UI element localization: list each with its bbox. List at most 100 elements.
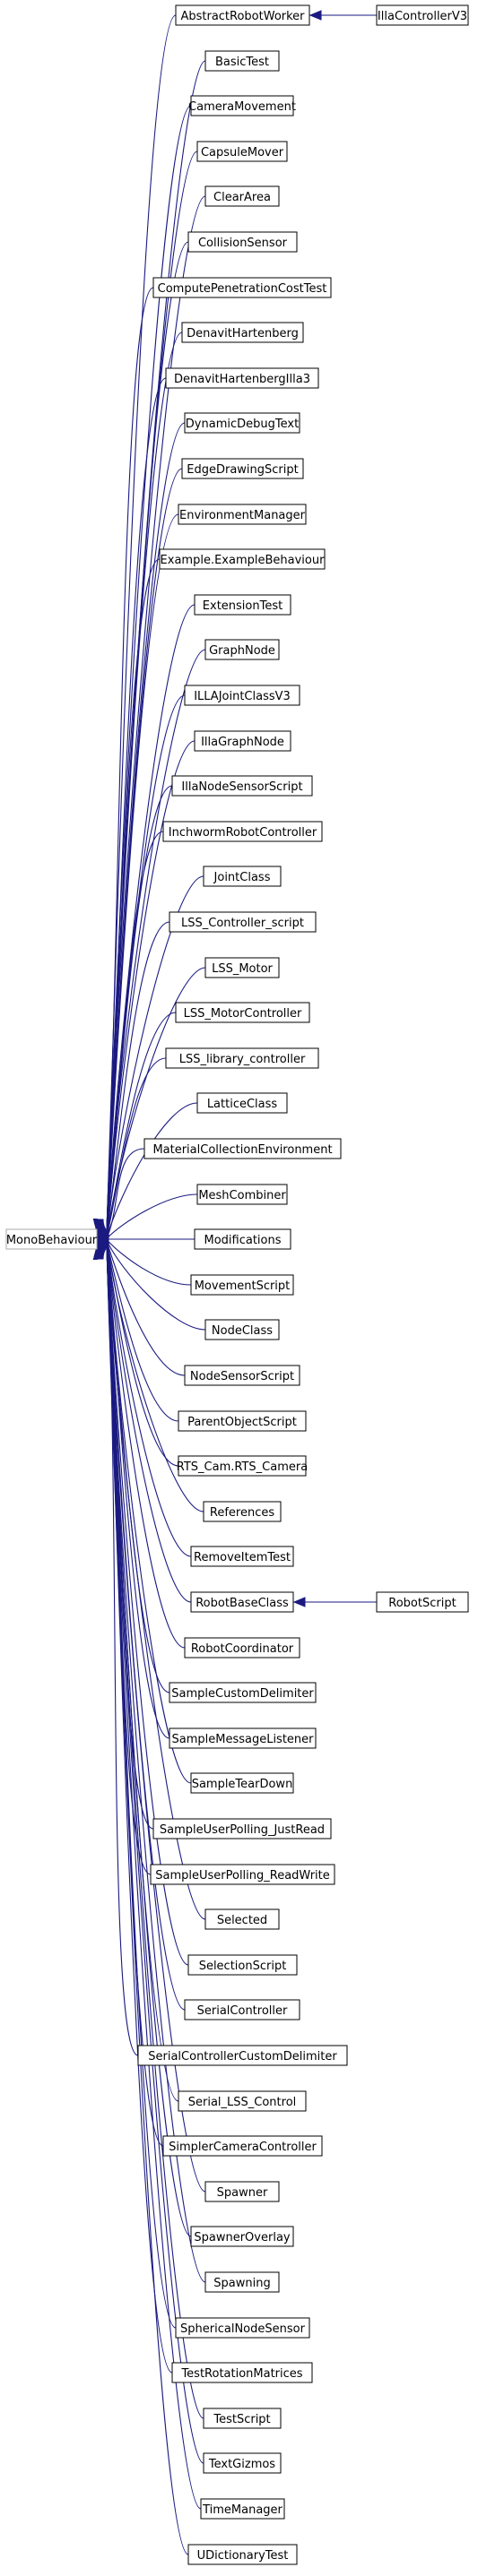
class-node-robotcoordinator[interactable]: RobotCoordinator — [184, 1637, 300, 1658]
class-node-rts-cam-rts-camera[interactable]: RTS_Cam.RTS_Camera — [177, 1455, 308, 1477]
edge-inchwormrobotcontroller — [106, 831, 164, 1235]
class-node-illajointclassv3-label: ILLAJointClassV3 — [194, 690, 291, 703]
class-node-samplemessagelistener[interactable]: SampleMessageListener — [169, 1727, 317, 1749]
class-node-selectionscript[interactable]: SelectionScript — [187, 1954, 298, 1976]
class-node-lss-library-controller-label: LSS_library_controller — [179, 1053, 306, 1066]
class-node-denavithartenberg[interactable]: DenavitHartenberg — [181, 322, 304, 343]
class-node-dynamicdebugtext-label: DynamicDebugText — [186, 418, 299, 431]
class-node-testscript[interactable]: TestScript — [203, 2408, 282, 2429]
class-node-serialcontrollercustomdelimiter-box — [137, 2045, 348, 2066]
edge-robotbaseclass — [106, 1243, 192, 1603]
class-node-removeitemtest[interactable]: RemoveItemTest — [190, 1546, 294, 1567]
class-node-sampleuserpolling-readwrite-box — [150, 1864, 335, 1885]
edge-jointclass — [106, 875, 204, 1236]
arrowhead-robotscript — [292, 1597, 306, 1607]
class-node-simplercameracontroller[interactable]: SimplerCameraController — [162, 2135, 323, 2157]
class-node-nodeclass-label: NodeClass — [212, 1324, 273, 1338]
class-node-illanodesensorscript[interactable]: IllaNodeSensorScript — [171, 775, 313, 797]
class-node-spawning-box — [204, 2271, 280, 2293]
class-node-modifications[interactable]: Modifications — [194, 1228, 291, 1250]
class-node-movementscript[interactable]: MovementScript — [190, 1274, 294, 1296]
class-node-udictionarytest[interactable]: UDictionaryTest — [187, 2544, 298, 2565]
class-node-environmentmanager-label: EnvironmentManager — [179, 509, 306, 522]
class-node-meshcombiner[interactable]: MeshCombiner — [196, 1184, 288, 1205]
class-node-basictest[interactable]: BasicTest — [204, 50, 280, 72]
class-node-environmentmanager[interactable]: EnvironmentManager — [178, 504, 307, 525]
class-node-latticeclass[interactable]: LatticeClass — [196, 1092, 288, 1114]
class-node-illajointclassv3[interactable]: ILLAJointClassV3 — [184, 685, 300, 706]
class-node-extensiontest[interactable]: ExtensionTest — [194, 594, 291, 616]
class-node-edgedrawingscript-box — [181, 458, 304, 479]
class-node-capsulemover[interactable]: CapsuleMover — [196, 141, 288, 162]
class-node-lss-motorcontroller[interactable]: LSS_MotorController — [175, 1002, 310, 1023]
class-node-collisionsensor[interactable]: CollisionSensor — [187, 231, 298, 253]
class-node-materialcollectionenvironment[interactable]: MaterialCollectionEnvironment — [143, 1138, 342, 1159]
class-node-spawneroverlay[interactable]: SpawnerOverlay — [190, 2226, 294, 2247]
class-node-extensiontest-box — [194, 594, 291, 616]
class-node-sampleuserpolling-justread[interactable]: SampleUserPolling_JustRead — [152, 1818, 332, 1839]
class-node-textgizmos[interactable]: TextGizmos — [203, 2452, 282, 2474]
class-node-denavithartenbergilla3[interactable]: DenavitHartenbergIlla3 — [165, 367, 319, 389]
class-node-serialcontroller-box — [184, 1999, 300, 2020]
class-node-computepenetrationcosttest[interactable]: ComputePenetrationCostTest — [152, 277, 332, 298]
class-node-jointclass[interactable]: JointClass — [203, 866, 282, 887]
class-node-sampleteardown[interactable]: SampleTearDown — [190, 1772, 294, 1794]
class-node-sphericalnodesensor[interactable]: SphericalNodeSensor — [175, 2317, 310, 2339]
class-node-selectionscript-label: SelectionScript — [199, 1960, 287, 1973]
class-node-cleararea-label: ClearArea — [213, 191, 271, 204]
class-node-testrotationmatrices[interactable]: TestRotationMatrices — [171, 2362, 313, 2383]
class-node-parentobjectscript[interactable]: ParentObjectScript — [178, 1410, 307, 1432]
class-node-references-label: References — [210, 1506, 274, 1520]
class-node-collisionsensor-label: CollisionSensor — [198, 237, 288, 250]
class-node-timemanager-box — [200, 2498, 285, 2520]
class-node-illanodesensorscript-label: IllaNodeSensorScript — [181, 780, 302, 794]
edge-selectionscript — [106, 1247, 189, 1966]
class-node-lss-motor[interactable]: LSS_Motor — [204, 957, 280, 978]
class-node-example-examplebehaviour[interactable]: Example.ExampleBehaviour — [159, 548, 326, 570]
class-node-sphericalnodesensor-label: SphericalNodeSensor — [180, 2322, 306, 2336]
class-node-sphericalnodesensor-box — [175, 2317, 310, 2339]
class-node-robotscript[interactable]: RobotScript — [376, 1591, 469, 1613]
class-node-udictionarytest-label: UDictionaryTest — [197, 2549, 289, 2563]
class-node-lss-controller-script[interactable]: LSS_Controller_script — [169, 911, 317, 933]
class-node-spawning-label: Spawning — [213, 2277, 270, 2290]
class-node-jointclass-label: JointClass — [213, 871, 271, 884]
class-node-abstractrobotworker[interactable]: AbstractRobotWorker — [175, 4, 310, 26]
edge-textgizmos — [106, 1247, 204, 2464]
class-node-graphnode[interactable]: GraphNode — [204, 639, 280, 660]
class-node-sampleuserpolling-readwrite[interactable]: SampleUserPolling_ReadWrite — [150, 1864, 335, 1885]
class-node-serialcontroller[interactable]: SerialController — [184, 1999, 300, 2020]
class-node-references[interactable]: References — [203, 1501, 282, 1522]
class-node-illacontrollerv3[interactable]: IllaControllerV3 — [376, 4, 469, 26]
class-node-selected[interactable]: Selected — [204, 1908, 280, 1930]
class-node-inchwormrobotcontroller[interactable]: InchwormRobotController — [162, 821, 323, 842]
class-node-modifications-box — [194, 1228, 291, 1250]
class-node-timemanager[interactable]: TimeManager — [200, 2498, 285, 2520]
class-node-serial-lss-control[interactable]: Serial_LSS_Control — [178, 2090, 307, 2112]
class-node-cleararea[interactable]: ClearArea — [204, 185, 280, 207]
class-node-lss-controller-script-label: LSS_Controller_script — [181, 917, 304, 930]
edge-spawning — [106, 1247, 206, 2283]
class-node-nodeclass[interactable]: NodeClass — [204, 1319, 280, 1340]
class-node-samplecustomdelimiter[interactable]: SampleCustomDelimiter — [169, 1682, 317, 1703]
class-node-nodesensorscript[interactable]: NodeSensorScript — [184, 1365, 300, 1386]
edge-movementscript — [106, 1239, 192, 1286]
class-node-extensiontest-label: ExtensionTest — [203, 599, 282, 613]
class-node-graphnode-box — [204, 639, 280, 660]
class-node-serialcontrollercustomdelimiter[interactable]: SerialControllerCustomDelimiter — [137, 2045, 348, 2066]
class-node-textgizmos-box — [203, 2452, 282, 2474]
class-node-lss-library-controller[interactable]: LSS_library_controller — [165, 1047, 319, 1069]
class-node-denavithartenberg-label: DenavitHartenberg — [187, 327, 299, 340]
class-node-dynamicdebugtext[interactable]: DynamicDebugText — [184, 412, 300, 434]
class-node-abstractrobotworker-box — [175, 4, 310, 26]
class-node-spawning[interactable]: Spawning — [204, 2271, 280, 2293]
class-node-illagraphnode[interactable]: IllaGraphNode — [194, 730, 291, 752]
class-node-robotbaseclass[interactable]: RobotBaseClass — [190, 1591, 294, 1613]
class-node-basictest-box — [204, 50, 280, 72]
edge-environmentmanager — [106, 513, 179, 1231]
class-node-cameramovement[interactable]: CameraMovement — [188, 95, 296, 116]
root-node-monobehaviour[interactable]: MonoBehaviour — [5, 1228, 98, 1250]
class-node-lss-motorcontroller-label: LSS_MotorController — [184, 1007, 302, 1021]
class-node-spawner[interactable]: Spawner — [204, 2181, 280, 2202]
class-node-edgedrawingscript[interactable]: EdgeDrawingScript — [181, 458, 304, 479]
